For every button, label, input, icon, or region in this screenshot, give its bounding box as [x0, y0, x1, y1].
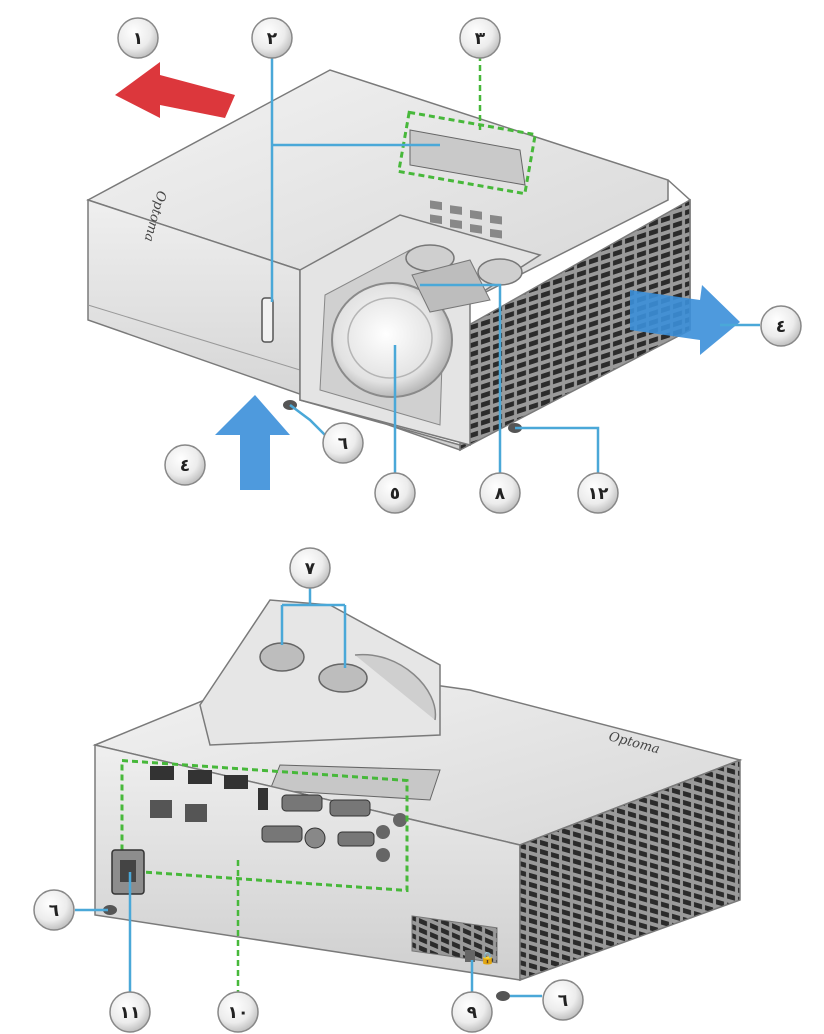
keypad-button[interactable] — [430, 200, 442, 211]
svg-text:٤: ٤ — [180, 456, 190, 476]
svg-text:٨: ٨ — [495, 484, 506, 504]
callout-4-left: ٤ — [164, 444, 206, 486]
intake-arrow-bottom — [215, 395, 290, 490]
callout-5: ٥ — [374, 472, 416, 514]
leader-lines-bottom — [75, 585, 542, 998]
callout-12: ١٢ — [577, 472, 619, 514]
callout-1: ١ — [117, 17, 159, 59]
foot-rear-left — [103, 905, 117, 915]
rear-side-vents — [519, 758, 741, 982]
vga-port[interactable] — [261, 825, 303, 843]
callout-2: ٢ — [251, 17, 293, 59]
ir-receiver — [261, 297, 274, 343]
hdmi-port[interactable] — [224, 775, 248, 789]
vga-port[interactable] — [281, 794, 323, 812]
vga-port[interactable] — [329, 799, 371, 817]
svg-text:١١: ١١ — [120, 1003, 141, 1023]
projector-front-view: Optoma — [86, 69, 691, 452]
rs232-port[interactable] — [337, 831, 375, 847]
rj45-port[interactable] — [185, 804, 207, 822]
projector-rear-view: 🔒 Optoma — [92, 599, 743, 1001]
callout-6-top: ٦ — [322, 422, 364, 464]
leader-lines-top — [270, 45, 760, 485]
svg-text:٥: ٥ — [390, 484, 400, 504]
foot-rear-right — [496, 991, 510, 1001]
audio-jack[interactable] — [304, 827, 326, 849]
callout-6-left: ٦ — [33, 889, 75, 931]
io-panel-highlight — [120, 758, 409, 893]
svg-text:١٠: ١٠ — [228, 1003, 249, 1023]
exhaust-arrow — [115, 62, 235, 118]
keypad-button[interactable] — [450, 205, 462, 215]
svg-text:٤: ٤ — [776, 317, 786, 337]
keypad-highlight — [397, 110, 537, 196]
svg-text:٦: ٦ — [338, 434, 348, 454]
svg-text:٦: ٦ — [558, 991, 568, 1011]
hdmi-port[interactable] — [150, 766, 174, 780]
callout-3: ٣ — [459, 17, 501, 59]
io-panel — [150, 766, 407, 862]
kensington-lock — [465, 950, 475, 962]
svg-text:١٢: ١٢ — [588, 484, 609, 504]
svg-text:٢: ٢ — [267, 29, 278, 49]
keypad-button[interactable] — [470, 224, 482, 234]
callout-4-right: ٤ — [760, 305, 802, 347]
keypad-button[interactable] — [470, 210, 482, 220]
focus-dial-rear[interactable] — [318, 663, 368, 693]
hdmi-port[interactable] — [188, 770, 212, 784]
rj45-port[interactable] — [150, 800, 172, 818]
keypad-button[interactable] — [490, 214, 502, 225]
focus-dial[interactable] — [477, 258, 523, 286]
rear-small-vents — [411, 915, 498, 964]
callout-9: ٩ — [451, 991, 493, 1033]
keypad-button[interactable] — [450, 219, 462, 229]
audio-jack[interactable] — [376, 825, 390, 839]
svg-text:٣: ٣ — [475, 29, 486, 49]
zoom-dial-rear[interactable] — [259, 642, 305, 672]
callout-7: ٧ — [289, 547, 331, 589]
keypad-button[interactable] — [490, 228, 502, 239]
keypad-button[interactable] — [430, 214, 442, 225]
svg-text:٦: ٦ — [49, 901, 59, 921]
intake-arrow-right — [630, 285, 740, 355]
svg-text:١: ١ — [133, 29, 143, 49]
callout-8: ٨ — [479, 472, 521, 514]
audio-jack[interactable] — [393, 813, 407, 827]
lock-icon: 🔒 — [480, 951, 495, 965]
svg-text:٧: ٧ — [305, 559, 316, 579]
callout-11: ١١ — [109, 991, 151, 1033]
usb-port[interactable] — [258, 788, 268, 810]
callout-6-right: ٦ — [542, 979, 584, 1021]
callout-10: ١٠ — [217, 991, 259, 1033]
svg-text:٩: ٩ — [467, 1003, 478, 1023]
audio-jack[interactable] — [376, 848, 390, 862]
